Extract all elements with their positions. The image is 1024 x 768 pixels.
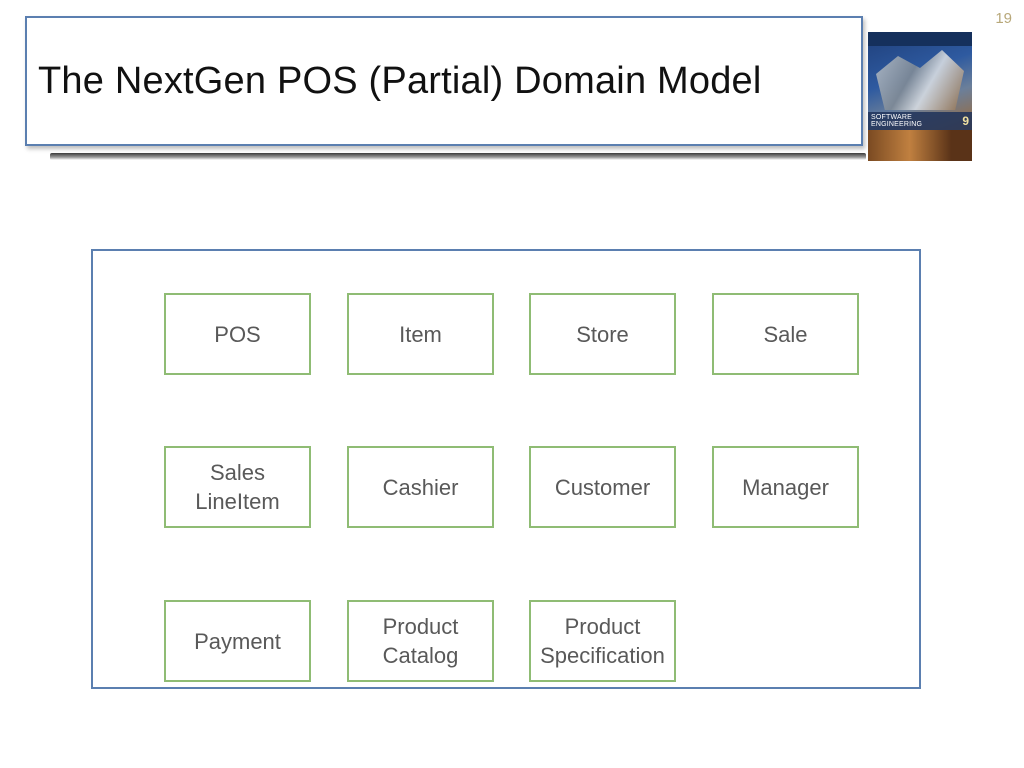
- book-cover-base: [868, 130, 972, 161]
- book-cover-band: SOFTWARE ENGINEERING 9: [868, 112, 972, 130]
- title-shadow-rule: [50, 153, 866, 160]
- concept-label: Payment: [194, 628, 281, 654]
- concept-label: Product Catalog: [382, 614, 459, 668]
- concept-box: Item: [347, 293, 494, 375]
- concept-box: Payment: [164, 600, 311, 682]
- concept-box: Product Specification: [529, 600, 676, 682]
- concept-label: Product Specification: [540, 614, 665, 668]
- title-box: The NextGen POS (Partial) Domain Model: [25, 16, 863, 146]
- concept-label: Sales LineItem: [195, 460, 280, 514]
- book-cover-banner: [868, 32, 972, 46]
- concept-box: Cashier: [347, 446, 494, 528]
- slide-number: 19: [995, 10, 1012, 27]
- concept-label: Store: [576, 321, 629, 347]
- book-cover-building: [876, 50, 964, 110]
- concept-box: Store: [529, 293, 676, 375]
- domain-model-frame: POS Item Store Sale Sales LineItem Cashi…: [91, 249, 921, 689]
- book-cover-edition: 9: [962, 114, 969, 128]
- concept-box: Customer: [529, 446, 676, 528]
- concept-label: Customer: [554, 474, 651, 500]
- slide-title: The NextGen POS (Partial) Domain Model: [38, 59, 762, 102]
- concept-label: POS: [214, 321, 261, 347]
- concept-box: Sales LineItem: [164, 446, 311, 528]
- book-cover-image: SOFTWARE ENGINEERING 9: [868, 32, 972, 161]
- concept-label: Manager: [742, 474, 829, 500]
- concept-label: Sale: [763, 321, 808, 347]
- concept-box: Manager: [712, 446, 859, 528]
- concept-label: Item: [399, 321, 442, 347]
- concept-box: Product Catalog: [347, 600, 494, 682]
- concept-box: Sale: [712, 293, 859, 375]
- book-cover-title: SOFTWARE ENGINEERING: [871, 114, 923, 128]
- concept-label: Cashier: [382, 474, 459, 500]
- concept-box: POS: [164, 293, 311, 375]
